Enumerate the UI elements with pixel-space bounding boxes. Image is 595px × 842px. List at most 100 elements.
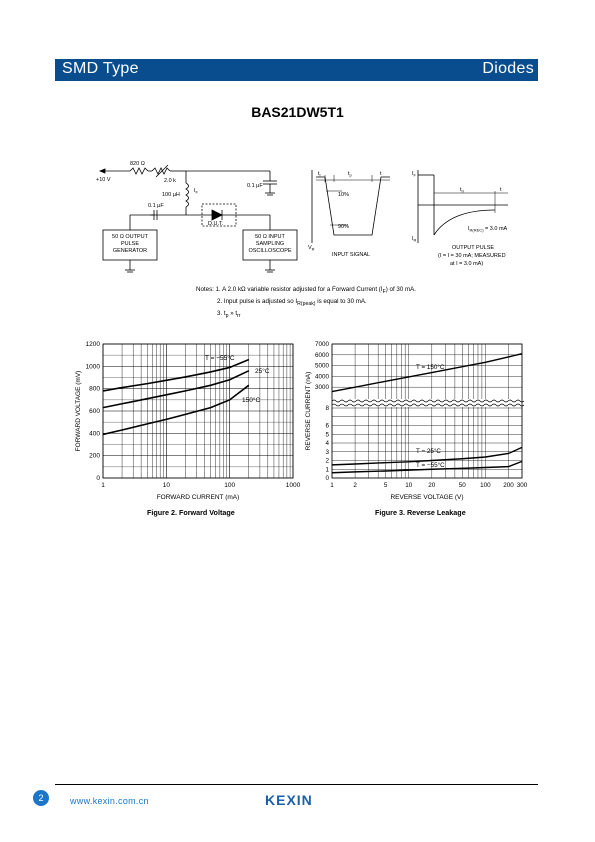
x-axis-label: REVERSE VOLTAGE (V): [390, 494, 463, 501]
x-tick-label: 50: [459, 482, 467, 489]
y-tick-label: 8: [325, 405, 329, 412]
y-tick-label: 5: [325, 431, 329, 438]
osc-line3: OSCILLOSCOPE: [248, 248, 291, 254]
series-line: [331, 460, 523, 474]
test-circuit-diagram: +10 V 820 Ω 2.0 k 100 µH IF 0.1 µF 0.1 µ…: [96, 161, 508, 273]
y-tick-label: 1000: [86, 363, 101, 370]
note-3-sub: p: [225, 313, 229, 320]
y-tick-label: 3: [325, 449, 329, 456]
x-tick-label: 20: [428, 482, 436, 489]
input-signal-caption: INPUT SIGNAL: [332, 252, 370, 258]
y-tick-label: 7000: [315, 341, 330, 348]
p90-label: 90%: [338, 224, 349, 230]
fig3-caption: Figure 3. Reverse Leakage: [375, 508, 466, 517]
x-tick-label: 100: [224, 482, 235, 489]
axis-break-wave: [331, 403, 525, 407]
osc-line1: 50 Ω INPUT: [255, 234, 285, 240]
y-tick-label: 4000: [315, 373, 330, 380]
trr-sub: rr: [462, 189, 465, 194]
out-ir-sub: R: [414, 238, 417, 243]
header-type: Diodes: [482, 60, 534, 77]
output-pulse-caption: OUTPUT PULSE: [452, 245, 494, 251]
series-label: T = 150°C: [416, 363, 445, 371]
vr-label: V: [308, 245, 312, 251]
pot-label: 2.0 k: [164, 178, 176, 184]
header-category: SMD Type: [62, 60, 139, 77]
series-label: T = −55°C: [205, 354, 235, 362]
series-line: [331, 446, 523, 466]
series-line: [102, 384, 250, 436]
svg-text:IR: IR: [412, 236, 417, 243]
axis-break-wave: [331, 399, 525, 403]
note-1-sub: F: [382, 289, 386, 296]
note-3: 3. t: [217, 310, 226, 318]
y-tick-label: 1: [325, 466, 329, 473]
irrec-val: = 3.0 mA: [484, 226, 508, 232]
y-tick-label: 400: [89, 430, 100, 437]
osc-line2: SAMPLING: [256, 241, 284, 247]
y-tick-label: 0: [325, 475, 329, 482]
y-tick-label: 600: [89, 408, 100, 415]
out-t-label: t: [500, 187, 502, 193]
tp-sub: p: [350, 173, 353, 178]
output-cond2: at I = 3.0 mA): [450, 261, 483, 267]
x-axis-label: FORWARD CURRENT (mA): [157, 494, 240, 501]
y-axis-label: FORWARD VOLTAGE (mV): [75, 371, 82, 452]
y-tick-label: 2: [325, 458, 329, 465]
if-label: I: [194, 188, 196, 194]
header-bar: SMD Type Diodes: [55, 59, 538, 81]
series-line: [331, 353, 523, 393]
kexin-logo: KEXIN: [265, 792, 313, 808]
trr-label: t: [460, 187, 462, 193]
x-tick-label: 10: [405, 482, 413, 489]
supply-label: +10 V: [96, 177, 111, 183]
out-ir-label: I: [412, 236, 414, 242]
if-sub: F: [196, 190, 199, 195]
x-tick-label: 5: [384, 482, 388, 489]
page-number: 2: [33, 790, 49, 806]
y-tick-label: 4: [325, 440, 329, 447]
series-line: [102, 358, 250, 392]
series-label: T = 25°C: [416, 447, 441, 455]
series-label: 25°C: [255, 367, 270, 375]
note-2-end: is equal to 30 mA.: [315, 298, 367, 306]
series-label: T = −55°C: [416, 461, 445, 469]
note-2: 2. Input pulse is adjusted so I: [217, 298, 298, 306]
x-tick-label: 100: [480, 482, 491, 489]
svg-text:IF: IF: [412, 171, 417, 178]
tp-label: t: [348, 171, 350, 177]
y-tick-label: 3000: [315, 384, 330, 391]
axis-break-band: [331, 399, 523, 407]
gen-line2: PULSE: [121, 241, 139, 247]
t-label: t: [380, 171, 382, 177]
cap1-label: 0.1 µF: [247, 183, 263, 189]
y-tick-label: 6: [325, 423, 329, 430]
svg-text:IR(REC) = 3.0 mA: IR(REC) = 3.0 mA: [468, 226, 508, 233]
note-3-sub2: rr: [237, 313, 241, 320]
svg-text:trr: trr: [460, 187, 465, 194]
y-tick-label: 5000: [315, 363, 330, 370]
notes-block: Notes: 1. A 2.0 kΩ variable resistor adj…: [196, 285, 416, 322]
note-1-end: ) of 30 mA.: [385, 286, 416, 293]
footer-url-link[interactable]: www.kexin.com.cn: [70, 796, 149, 806]
note-2-sub: R(peak): [297, 301, 316, 308]
tr-label: t: [318, 171, 320, 177]
gen-line1: 50 Ω OUTPUT: [112, 234, 149, 240]
y-tick-label: 200: [89, 453, 100, 460]
x-tick-label: 1: [101, 482, 105, 489]
p10-label: 10%: [338, 192, 349, 198]
out-if-label: I: [412, 171, 414, 177]
note-1: Notes: 1. A 2.0 kΩ variable resistor adj…: [196, 286, 383, 293]
x-tick-label: 1: [330, 482, 334, 489]
svg-text:tr: tr: [318, 171, 322, 178]
part-number-title: BAS21DW5T1: [251, 104, 344, 120]
footer-divider: [55, 784, 538, 785]
y-tick-label: 1200: [86, 341, 101, 348]
x-tick-label: 200: [503, 482, 514, 489]
x-tick-label: 300: [517, 482, 528, 489]
dut-label: D.U.T.: [208, 221, 224, 227]
series-line: [102, 370, 250, 409]
tr-sub: r: [320, 173, 322, 178]
